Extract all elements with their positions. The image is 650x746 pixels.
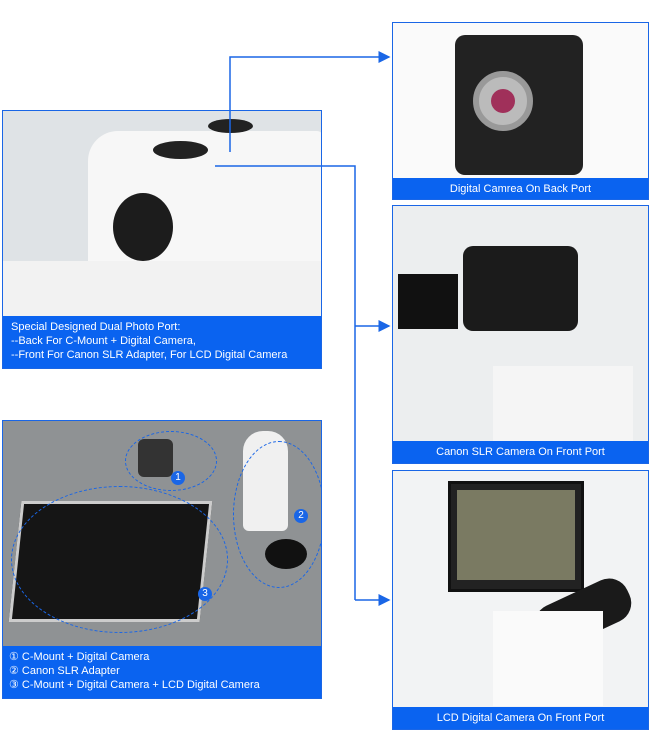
microscope-body xyxy=(493,611,603,706)
back-port-caption: Digital Camrea On Back Port xyxy=(393,178,648,199)
marker-3: 3 xyxy=(198,587,212,601)
caption-line: ② Canon SLR Adapter xyxy=(9,665,120,677)
caption-line: ① C-Mount + Digital Camera xyxy=(9,651,150,663)
camera-lens-mount xyxy=(473,71,533,131)
slr-camera-photo xyxy=(463,246,578,331)
lcd-caption: LCD Digital Camera On Front Port xyxy=(393,707,648,729)
microscope-head xyxy=(493,366,633,441)
arrow-to-back-port xyxy=(229,51,391,152)
marker-1: 1 xyxy=(171,471,185,485)
front-port-cap xyxy=(153,141,208,159)
caption-line: Special Designed Dual Photo Port: xyxy=(11,321,181,333)
caption-line: --Back For C-Mount + Digital Camera, xyxy=(11,335,196,347)
lcd-monitor-photo xyxy=(448,481,584,592)
lcd-panel: LCD Digital Camera On Front Port xyxy=(392,470,649,730)
back-port-panel: Digital Camrea On Back Port xyxy=(392,22,649,200)
group-outline-1 xyxy=(125,431,217,491)
arrow-front-trunk xyxy=(215,165,356,600)
dual-port-caption: Special Designed Dual Photo Port: --Back… xyxy=(3,316,321,368)
caption-line: --Front For Canon SLR Adapter, For LCD D… xyxy=(11,349,288,361)
base-photo xyxy=(3,261,321,316)
group-outline-2 xyxy=(233,441,321,588)
flip-screen xyxy=(398,274,458,329)
slr-caption: Canon SLR Camera On Front Port xyxy=(393,441,648,463)
dual-port-panel: Special Designed Dual Photo Port: --Back… xyxy=(2,110,322,369)
accessories-caption: ① C-Mount + Digital Camera ② Canon SLR A… xyxy=(3,646,321,698)
caption-line: ③ C-Mount + Digital Camera + LCD Digital… xyxy=(9,679,260,691)
slr-panel: Canon SLR Camera On Front Port xyxy=(392,205,649,464)
accessories-panel: 1 2 3 ① C-Mount + Digital Camera ② Canon… xyxy=(2,420,322,699)
side-port-cap xyxy=(113,193,173,261)
group-outline-3 xyxy=(11,486,228,633)
marker-2: 2 xyxy=(294,509,308,523)
